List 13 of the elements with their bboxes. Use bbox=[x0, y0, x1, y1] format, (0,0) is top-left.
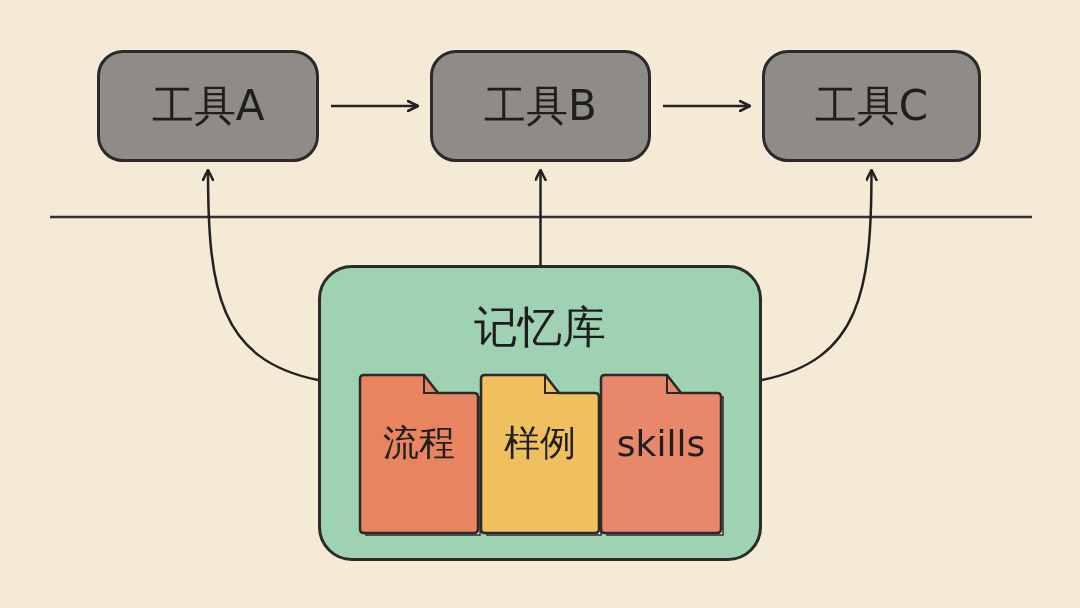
arrow bbox=[331, 99, 420, 113]
box-label: 工具C bbox=[814, 80, 929, 132]
memory-box bbox=[318, 265, 762, 561]
box-label: 工具A bbox=[151, 80, 265, 132]
box-label: 工具B bbox=[484, 80, 597, 132]
arrow bbox=[663, 99, 752, 113]
box-title: 记忆库 bbox=[474, 300, 606, 354]
arrow bbox=[534, 168, 547, 265]
arrow bbox=[761, 168, 878, 382]
tool-box bbox=[97, 50, 319, 162]
arrow bbox=[201, 168, 319, 382]
tool-box bbox=[762, 50, 981, 162]
tool-box bbox=[430, 50, 651, 162]
